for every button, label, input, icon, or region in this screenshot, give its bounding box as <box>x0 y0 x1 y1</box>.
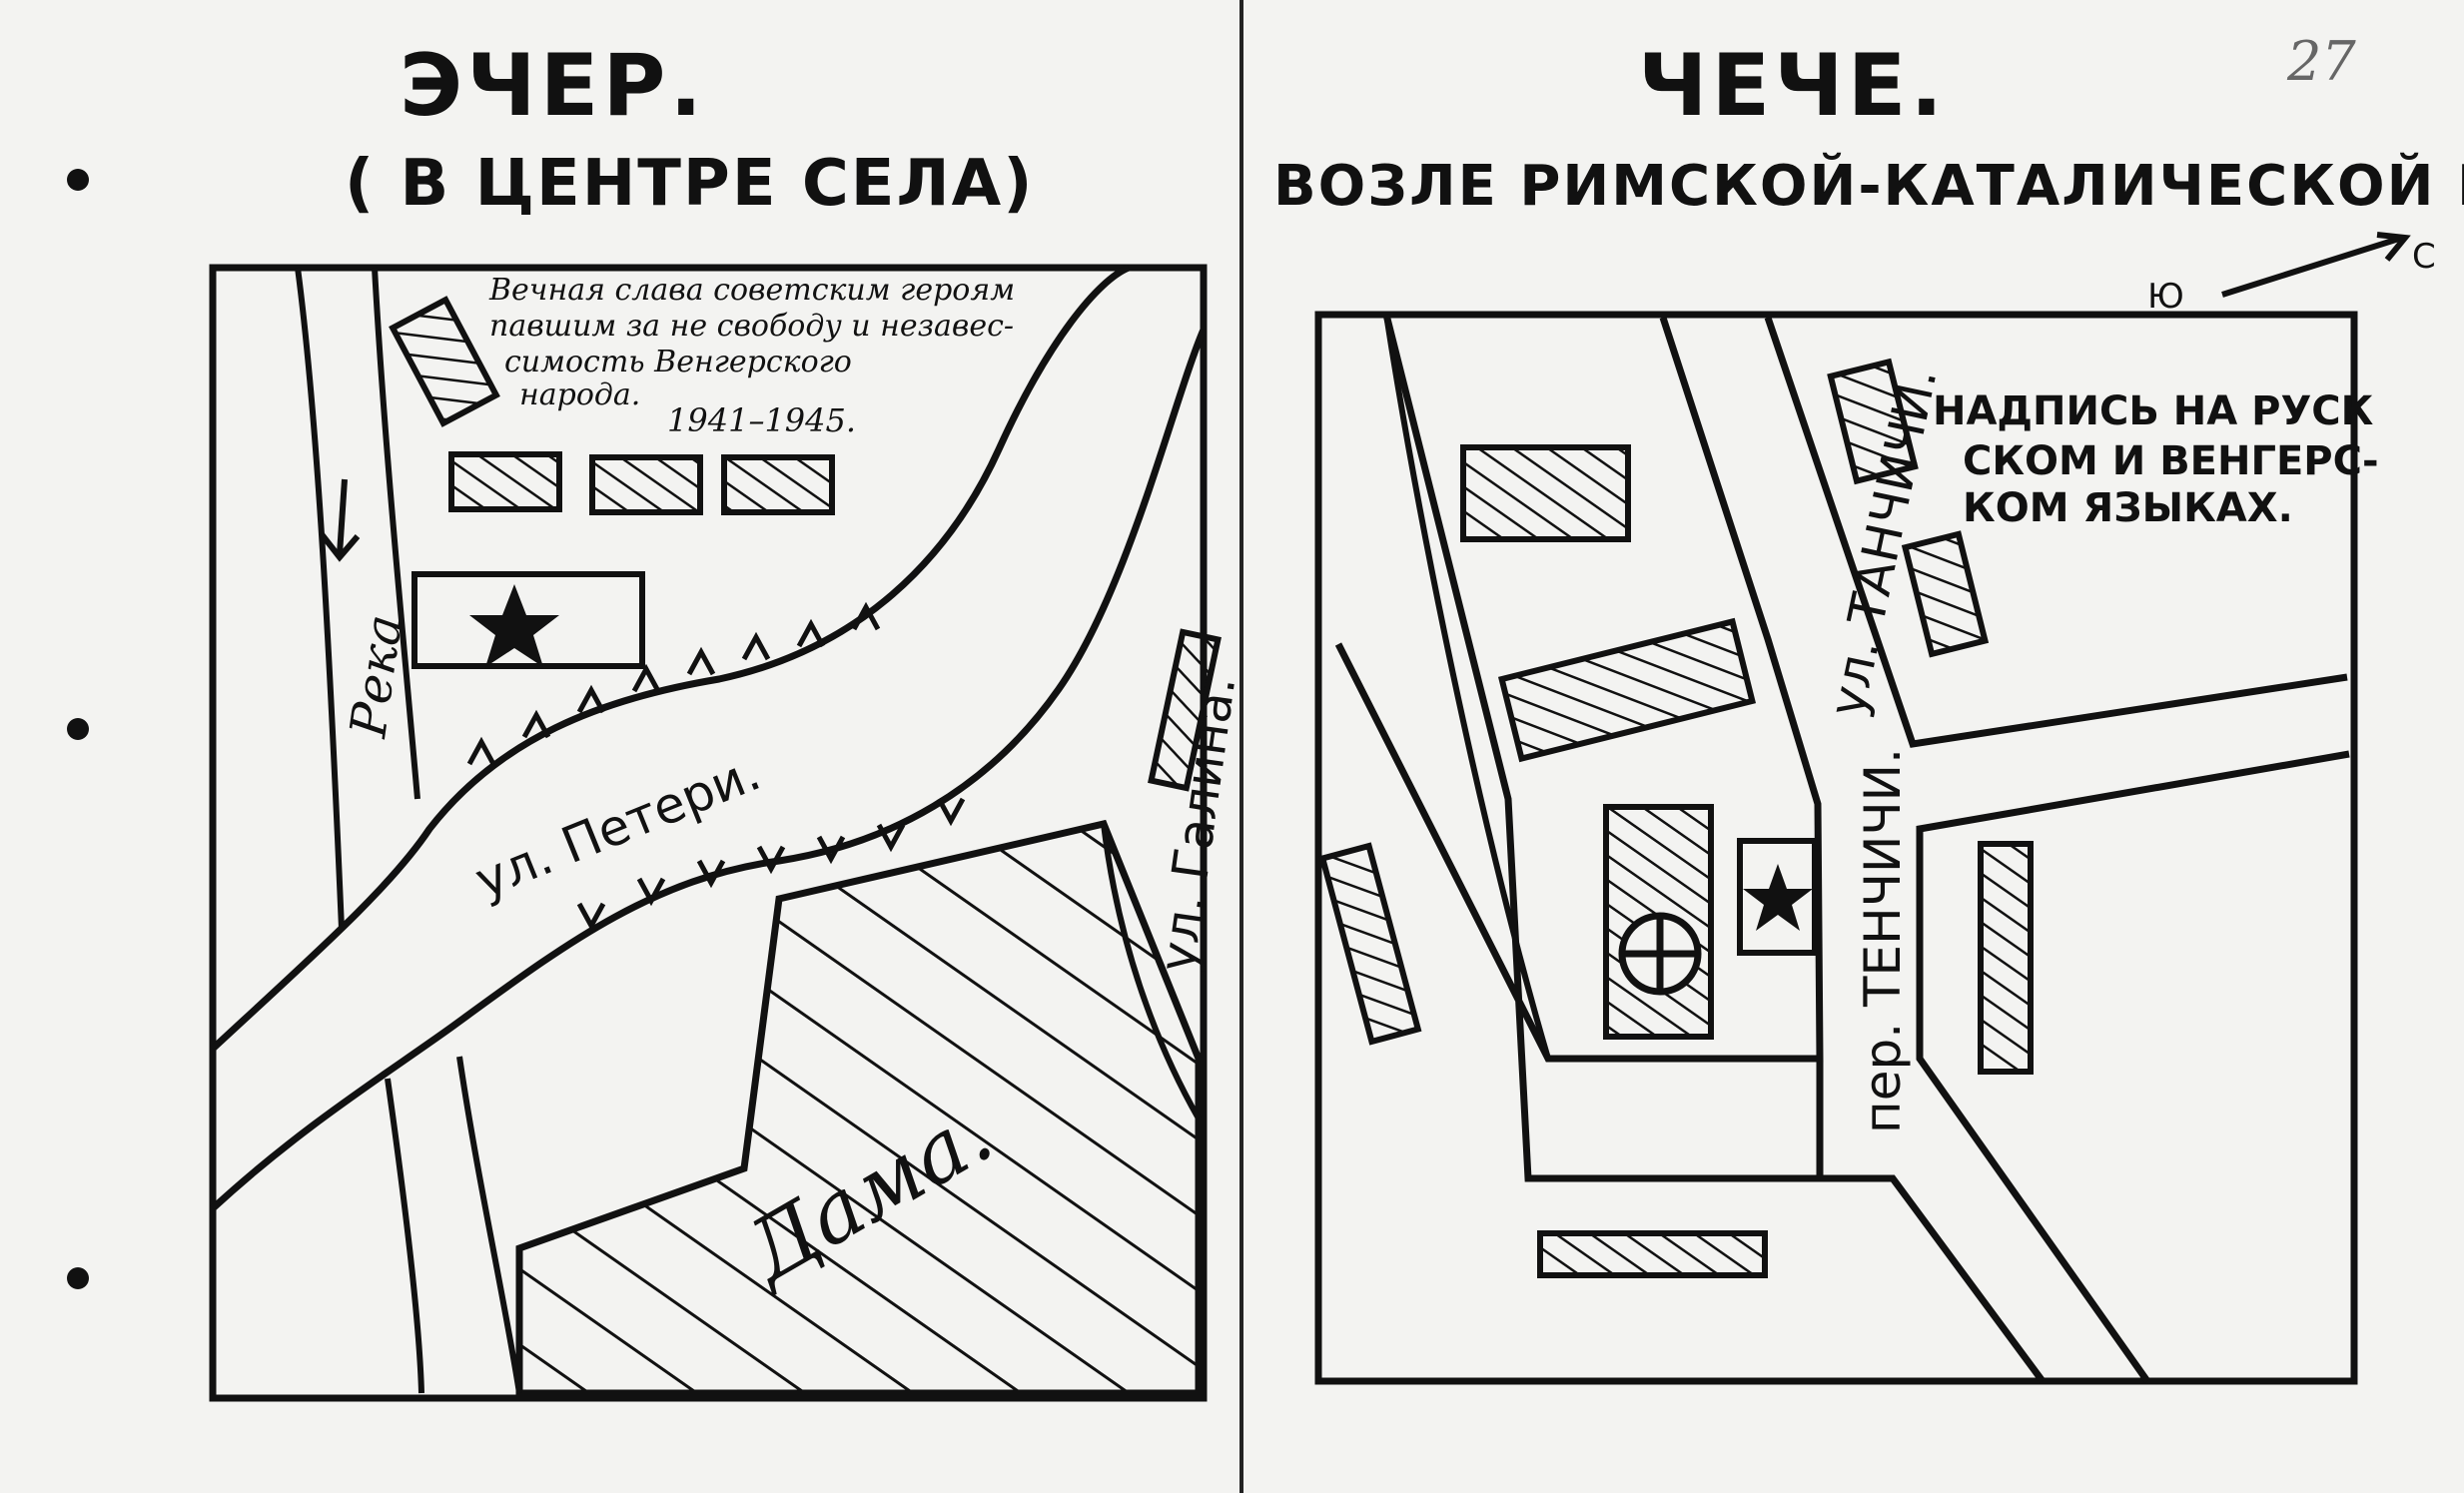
building-r6 <box>1978 841 2034 1075</box>
note-line-3: КОМ ЯЗЫКАХ. <box>1963 485 2293 531</box>
building-r7 <box>1537 1230 1768 1278</box>
monument-right <box>1737 838 1818 956</box>
street-peteri <box>210 264 1208 1211</box>
building-r1 <box>1460 444 1631 542</box>
language-note: НАДПИСЬ НА РУСК СКОМ И ВЕНГЕРС- КОМ ЯЗЫК… <box>1933 388 2379 531</box>
river <box>295 267 420 930</box>
building-left-map-right <box>1148 628 1222 792</box>
left-map-subtitle: ( В ЦЕНТРЕ СЕЛА) <box>345 147 1034 221</box>
street-peteri-markings <box>466 601 966 932</box>
inscription-line-3: симость Венгерского <box>504 345 852 379</box>
building-r3 <box>1318 842 1422 1046</box>
right-map-title: ЧЕЧЕ. <box>1638 36 1947 136</box>
monument-right-star-icon <box>1743 864 1813 931</box>
river-lower <box>385 1056 522 1394</box>
compass-north-label: С <box>2412 237 2436 277</box>
building-r4 <box>1827 358 1919 485</box>
note-line-1: НАДПИСЬ НА РУСК <box>1933 388 2374 434</box>
binder-holes <box>67 169 89 1289</box>
left-map-frame <box>209 264 1208 1402</box>
right-map-subtitle: ВОЗЛЕ РИМСКОЙ-КАТАЛИЧЕСКОЙ ЦЕРКВИ. <box>1273 153 2464 219</box>
grave-3 <box>721 454 835 515</box>
right-map-frame <box>1314 311 2358 1385</box>
label-lane-tenchichi: пер. ТЕНЧИЧИ. <box>1854 748 1912 1133</box>
compass-arrow-icon <box>2221 235 2403 298</box>
building-r5 <box>1901 530 1990 658</box>
page-number: 27 <box>2286 30 2356 93</box>
memorial-inscription: Вечная слава советским героям павшим за … <box>488 273 1015 439</box>
left-map: ЭЧЕР. ( В ЦЕНТРЕ СЕЛА) Вечная слава сове… <box>209 36 1246 1402</box>
river-flow-arrow-icon <box>319 478 361 562</box>
dama-hatched-area <box>515 819 1203 1397</box>
left-map-title: ЭЧЕР. <box>400 36 706 136</box>
inscription-line-2: павшим за не свободу и незавес- <box>489 309 1014 344</box>
grave-1 <box>448 451 562 512</box>
inscription-years: 1941–1945. <box>667 401 856 439</box>
compass-south-label: Ю <box>2147 277 2184 317</box>
street-tanchichi <box>1334 314 2350 1384</box>
note-line-2: СКОМ И ВЕНГЕРС- <box>1963 438 2379 484</box>
street-galina <box>1101 823 1202 1120</box>
inscription-line-1: Вечная слава советским героям <box>488 273 1015 308</box>
right-map: ЧЕЧЕ. ВОЗЛЕ РИМСКОЙ-КАТАЛИЧЕСКОЙ ЦЕРКВИ.… <box>1273 36 2464 1385</box>
street-inner-block <box>1383 314 1551 1060</box>
inscription-line-4: народа. <box>519 377 640 412</box>
compass: Ю С <box>2147 232 2436 317</box>
building-r2 <box>1497 617 1757 763</box>
label-street-peteri: ул. Петери. <box>467 743 768 910</box>
monument <box>411 571 645 669</box>
memorial-tablet <box>389 296 500 427</box>
monument-star-icon <box>469 584 559 667</box>
label-river: Река <box>339 611 413 742</box>
grave-2 <box>589 454 703 515</box>
